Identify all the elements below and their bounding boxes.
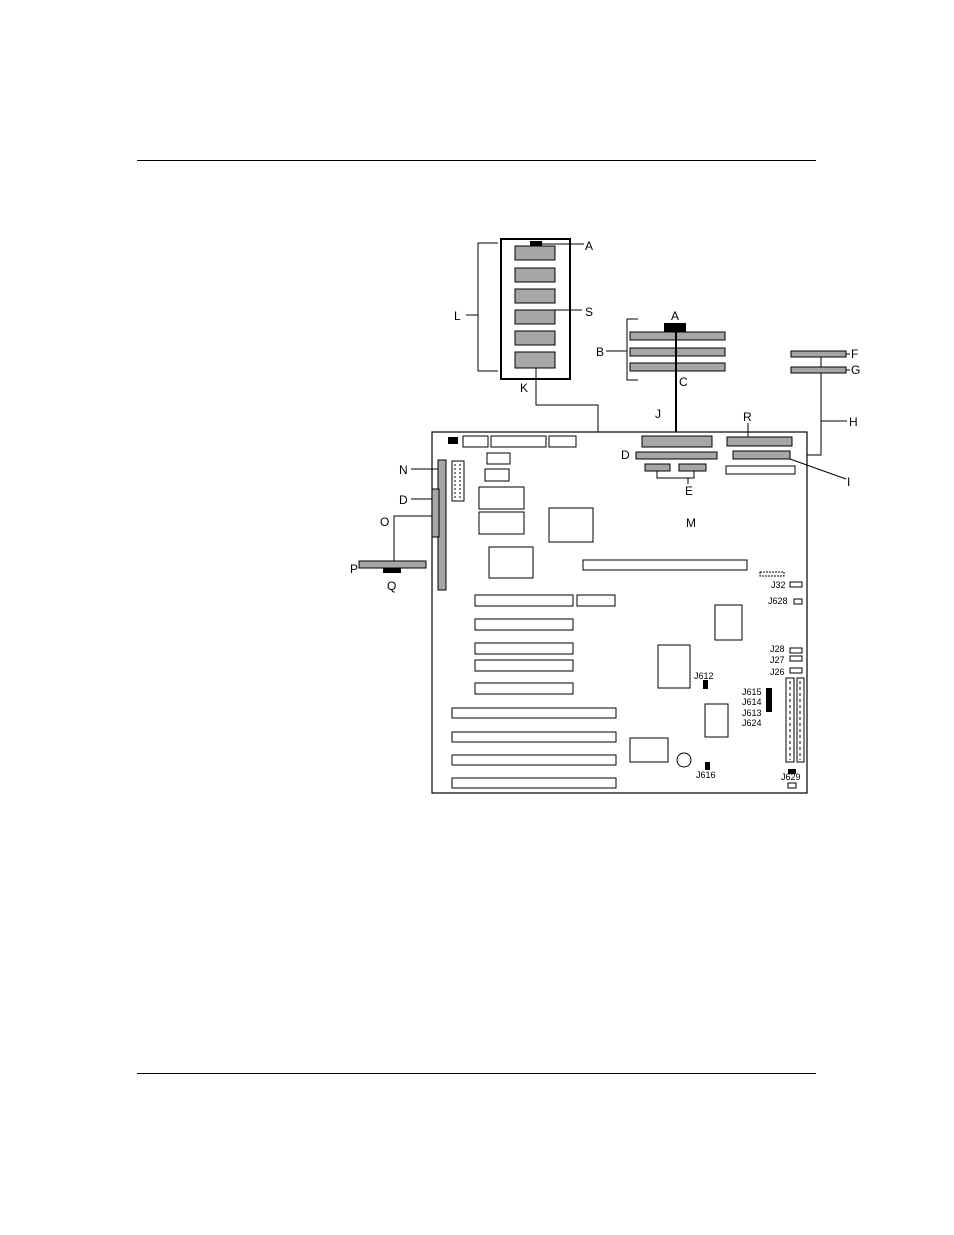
drive-4 [514, 309, 556, 325]
connector-i [732, 450, 791, 460]
callout-r: R [743, 410, 752, 424]
callout-d-left: D [399, 493, 408, 507]
callout-f: F [851, 347, 858, 361]
callout-q: Q [387, 579, 396, 593]
header-rule [137, 160, 816, 161]
callout-m: M [686, 516, 696, 530]
callout-p: P [350, 562, 358, 576]
callout-i: I [847, 475, 850, 489]
callout-e: E [685, 484, 693, 498]
floppy-drives [790, 350, 850, 456]
jumper-label-j27: J27 [770, 655, 785, 665]
connector-d-top [635, 451, 718, 460]
footer-rule [137, 1073, 816, 1074]
drive-set-b [606, 318, 726, 436]
motherboard [431, 423, 847, 794]
callout-d-top: D [621, 448, 630, 462]
cage-power-connector [530, 241, 542, 247]
jumper-label-j32: J32 [771, 580, 786, 590]
drive-2 [514, 267, 556, 283]
callout-n: N [399, 463, 408, 477]
callout-c: C [679, 375, 688, 389]
riser-assembly [358, 459, 447, 591]
jumper-label-j614: J614 [742, 697, 762, 707]
connector-r [726, 436, 793, 447]
card-p [358, 560, 427, 569]
callout-s: S [585, 305, 593, 319]
drive-6 [514, 351, 556, 369]
jumper-label-j628: J628 [768, 596, 788, 606]
callout-b: B [596, 345, 604, 359]
jumper-label-j613: J613 [742, 708, 762, 718]
jumper-label-j615: J615 [742, 687, 762, 697]
connector-j [641, 435, 713, 448]
callout-j: J [655, 407, 661, 421]
jumper-label-j612: J612 [694, 671, 714, 681]
power-connector-a [664, 323, 686, 332]
drive-cage [466, 238, 584, 380]
card-connector-q [383, 568, 401, 573]
jumper-label-j26: J26 [770, 667, 785, 677]
drive-3 [514, 288, 556, 304]
jumper-label-j616: J616 [696, 770, 716, 780]
callout-a-cage: A [585, 239, 593, 253]
riser-d [431, 488, 440, 538]
callout-k: K [520, 381, 528, 395]
drive-5 [514, 330, 556, 346]
callout-a-drives: A [671, 309, 679, 323]
callout-o: O [380, 515, 389, 529]
jumper-label-j28: J28 [770, 644, 785, 654]
jumper-label-j624: J624 [742, 718, 762, 728]
jumper-label-j629: J629 [781, 772, 801, 782]
callout-h: H [849, 415, 858, 429]
callout-l: L [454, 309, 461, 323]
callout-g: G [851, 363, 860, 377]
drive-1 [514, 245, 556, 261]
